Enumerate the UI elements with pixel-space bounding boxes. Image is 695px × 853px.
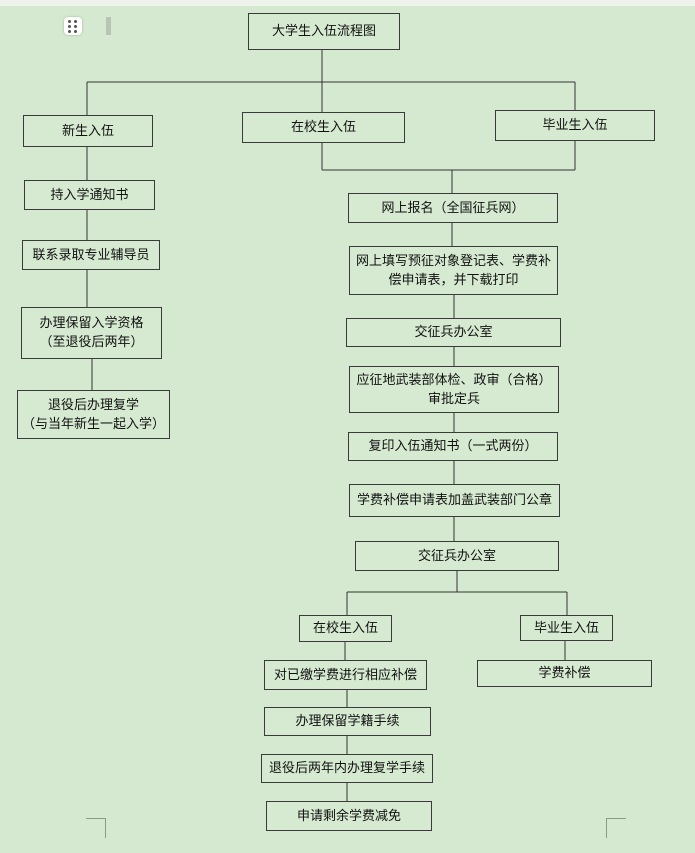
- title-box: 大学生入伍流程图: [248, 13, 400, 50]
- main-step-7: 交征兵办公室: [355, 541, 559, 571]
- text-cursor-icon: [106, 17, 111, 35]
- page-corner-mark-right: [606, 818, 626, 838]
- main-step-3: 交征兵办公室: [346, 318, 561, 347]
- main-step-1: 网上报名（全国征兵网）: [348, 193, 558, 223]
- in-school-step-2: 办理保留学籍手续: [264, 707, 431, 736]
- main-step-5: 复印入伍通知书（一式两份）: [348, 432, 558, 461]
- top-edge: [0, 0, 695, 6]
- graduate-step-1: 学费补偿: [477, 660, 652, 687]
- new-student-step-4: 退役后办理复学 （与当年新生一起入学）: [17, 390, 170, 439]
- main-step-2: 网上填写预征对象登记表、学费补 偿申请表，并下载打印: [349, 246, 558, 295]
- drag-handle-icon[interactable]: [64, 17, 82, 35]
- branch-graduate-box: 毕业生入伍: [495, 110, 655, 141]
- sub-branch-graduate-box: 毕业生入伍: [520, 615, 613, 641]
- in-school-step-1: 对已缴学费进行相应补偿: [264, 660, 427, 690]
- new-student-step-3: 办理保留入学资格 （至退役后两年）: [21, 307, 162, 359]
- branch-new-student-box: 新生入伍: [23, 115, 153, 147]
- main-step-6: 学费补偿申请表加盖武装部门公章: [349, 484, 560, 517]
- in-school-step-4: 申请剩余学费减免: [266, 801, 432, 831]
- sub-branch-in-school-box: 在校生入伍: [299, 615, 392, 642]
- branch-in-school-box: 在校生入伍: [242, 112, 405, 143]
- new-student-step-2: 联系录取专业辅导员: [22, 240, 160, 270]
- main-step-4: 应征地武装部体检、政审（合格） 审批定兵: [349, 366, 559, 413]
- page-corner-mark-left: [86, 818, 106, 838]
- new-student-step-1: 持入学通知书: [24, 180, 155, 210]
- in-school-step-3: 退役后两年内办理复学手续: [261, 754, 433, 783]
